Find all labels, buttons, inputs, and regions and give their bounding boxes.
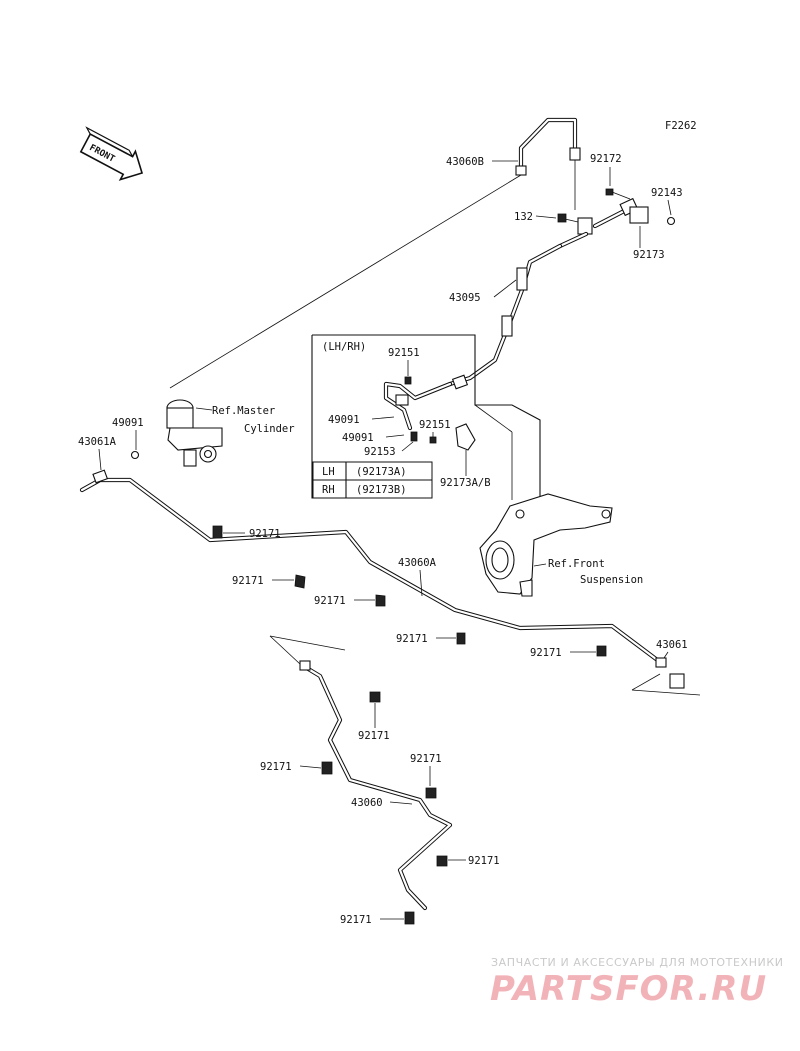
label-92171-c: 92171: [314, 595, 375, 607]
part-label: 92173: [633, 249, 665, 261]
ref-master-line2: Cylinder: [244, 423, 295, 435]
inset-side-rh: RH: [322, 484, 335, 496]
inset-part-lh: (92173A): [356, 466, 407, 478]
part-label: 49091: [112, 417, 144, 429]
part-label: 92171: [468, 855, 500, 867]
part-label: 92171: [232, 575, 264, 587]
label-43060B: 43060B: [446, 156, 518, 168]
hose-43060B: [515, 117, 581, 176]
label-92171-f: 92171: [358, 703, 390, 742]
label-92173: 92173: [633, 226, 665, 261]
part-label: 92171: [396, 633, 428, 645]
part-label: 43095: [449, 292, 481, 304]
part-label: 43060A: [398, 557, 437, 569]
inset-brake-hose: [383, 374, 476, 451]
label-92173AB: 92173A/B: [440, 450, 491, 489]
watermark-logo: PARTSFOR.RU: [490, 969, 767, 1009]
label-92171-j: 92171: [340, 914, 404, 926]
clip-92171: [321, 691, 448, 925]
label-92171-i: 92171: [448, 855, 500, 867]
part-label: 92171: [358, 730, 390, 742]
ref-front-line2: Suspension: [580, 574, 643, 586]
label-49091-c: 49091: [112, 417, 144, 450]
part-label: 92143: [651, 187, 683, 199]
master-cylinder-icon: [130, 399, 223, 467]
label-43060A: 43060A: [398, 557, 437, 597]
part-label: 92153: [364, 446, 396, 458]
inset-part-rh: (92173B): [356, 484, 407, 496]
label-43061A: 43061A: [78, 436, 117, 471]
label-92171-e: 92171: [530, 647, 596, 659]
watermark-tagline: ЗАПЧАСТИ И АКСЕССУАРЫ ДЛЯ МОТОТЕХНИКИ: [491, 956, 784, 969]
part-label: 92171: [249, 528, 281, 540]
label-92171-d: 92171: [396, 633, 456, 645]
part-label: 43061: [656, 639, 688, 651]
label-92171-g: 92171: [260, 761, 322, 773]
part-label: 43061A: [78, 436, 117, 448]
part-label: 49091: [342, 432, 374, 444]
label-132: 132: [514, 211, 557, 223]
hose-43095: [447, 243, 563, 387]
part-label: 132: [514, 211, 533, 223]
label-43060: 43060: [351, 797, 413, 809]
label-92143: 92143: [651, 187, 683, 216]
inset-box: (LH/RH) LH (92173A) RH (92173B): [311, 334, 541, 510]
label-92171-a: 92171: [223, 528, 281, 540]
part-label: 92171: [314, 595, 346, 607]
label-92151-b: 92151: [419, 419, 451, 437]
inset-side-lh: LH: [322, 466, 335, 478]
part-label: 92151: [419, 419, 451, 431]
inset-title: (LH/RH): [322, 341, 366, 353]
label-92151-a: 92151: [388, 347, 420, 376]
label-92172: 92172: [590, 153, 622, 186]
junction-block: [557, 188, 676, 249]
label-43061: 43061: [656, 639, 688, 659]
label-49091-a: 49091: [328, 414, 395, 426]
label-92153: 92153: [364, 441, 414, 458]
part-label: 92171: [410, 753, 442, 765]
brake-line-43060: [299, 660, 453, 911]
part-label: 49091: [328, 414, 360, 426]
part-label: 92171: [340, 914, 372, 926]
front-knuckle-icon: [479, 493, 613, 597]
front-arrow-icon: FRONT: [79, 126, 144, 181]
ref-master-line1: Ref.Master: [212, 405, 275, 417]
part-label: 92171: [530, 647, 562, 659]
brake-line-43060A: [79, 469, 685, 689]
part-label: 92172: [590, 153, 622, 165]
label-92171-h: 92171: [410, 753, 442, 786]
ref-front-line1: Ref.Front: [548, 558, 605, 570]
part-label: 92171: [260, 761, 292, 773]
clip-92171: [212, 525, 607, 657]
part-label: 43060: [351, 797, 383, 809]
part-label: 92173A/B: [440, 477, 491, 489]
diagram-code: F2262: [665, 120, 697, 132]
label-49091-b: 49091: [342, 432, 405, 444]
part-label: 92151: [388, 347, 420, 359]
label-43095: 43095: [449, 279, 517, 304]
label-92171-b: 92171: [232, 575, 294, 587]
part-label: 43060B: [446, 156, 484, 168]
